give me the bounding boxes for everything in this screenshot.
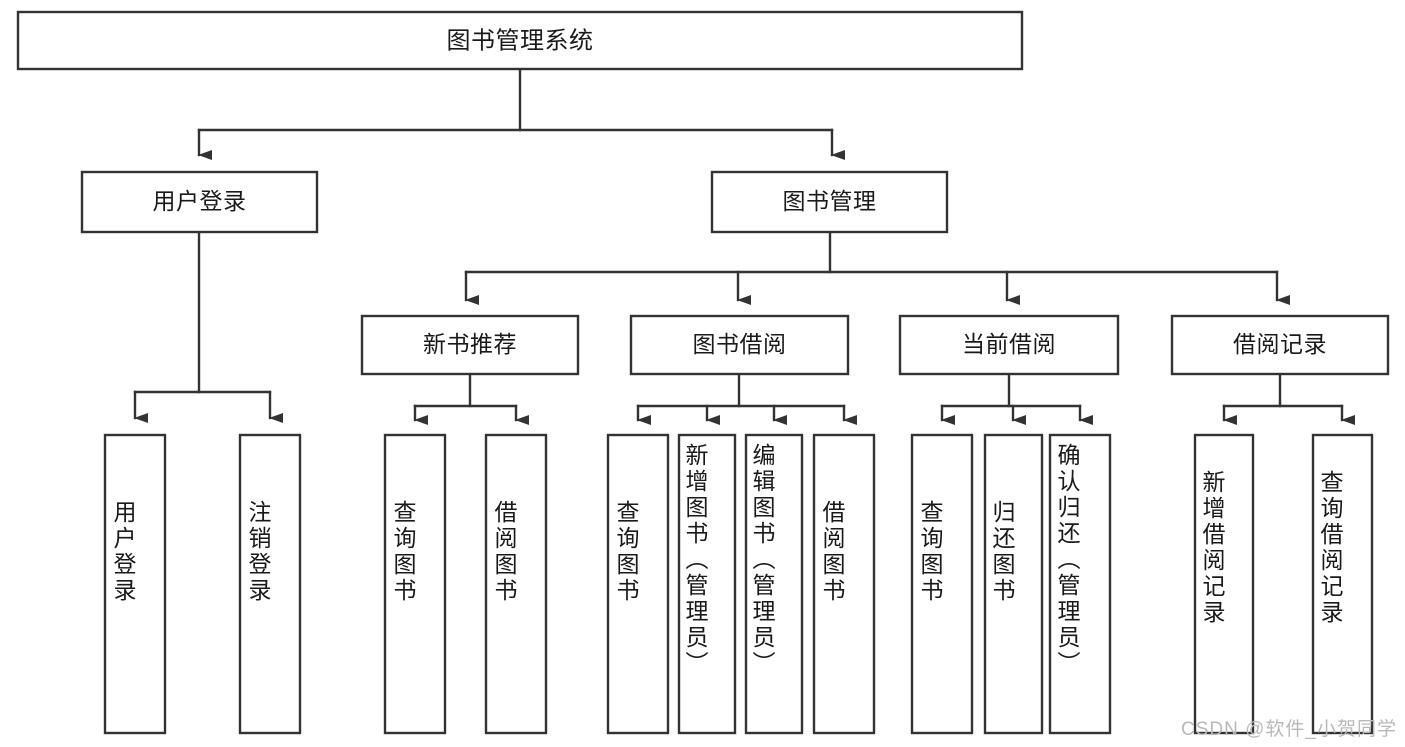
node-current-borrow[interactable]: 当前借阅 <box>898 314 1120 376</box>
leaf-box-borrow-book-bor[interactable] <box>812 433 876 735</box>
leaf-box-add-record[interactable] <box>1193 433 1255 735</box>
node-book-borrow-box[interactable] <box>629 314 850 376</box>
node-book-borrow-label: 图书借阅 <box>693 331 787 357</box>
node-user-login-box[interactable] <box>80 170 319 234</box>
node-root[interactable]: 图书管理系统 <box>16 10 1024 71</box>
node-current-borrow-box[interactable] <box>898 314 1120 376</box>
node-user-login[interactable]: 用户登录 <box>80 170 319 234</box>
leaf-boxes-layer <box>103 433 1374 735</box>
node-new-book-rec-label: 新书推荐 <box>423 331 517 357</box>
node-borrow-record[interactable]: 借阅记录 <box>1170 314 1390 376</box>
edges-layer <box>133 67 1355 425</box>
leaf-box-edit-book[interactable] <box>744 433 804 735</box>
node-root-box[interactable] <box>16 10 1024 71</box>
leaf-box-query-record[interactable] <box>1311 433 1374 735</box>
node-book-manage[interactable]: 图书管理 <box>710 170 949 234</box>
leaf-box-query-book-cur[interactable] <box>910 433 974 735</box>
leaf-box-user-login[interactable] <box>103 433 167 735</box>
node-book-borrow[interactable]: 图书借阅 <box>629 314 850 376</box>
node-book-manage-box[interactable] <box>710 170 949 234</box>
node-borrow-record-box[interactable] <box>1170 314 1390 376</box>
leaf-box-add-book[interactable] <box>677 433 737 735</box>
node-new-book-rec[interactable]: 新书推荐 <box>360 314 580 376</box>
leaf-box-confirm-return[interactable] <box>1048 433 1112 735</box>
nodes-layer: 图书管理系统 用户登录 图书管理 新书推荐 图书借阅 <box>16 10 1390 735</box>
leaf-box-return-book[interactable] <box>983 433 1044 735</box>
leaf-box-user-logout[interactable] <box>238 433 302 735</box>
node-root-label: 图书管理系统 <box>447 27 594 54</box>
node-user-login-label: 用户登录 <box>153 188 247 214</box>
node-borrow-record-label: 借阅记录 <box>1233 331 1327 357</box>
leaf-box-borrow-book-rec[interactable] <box>484 433 548 735</box>
leaf-box-query-book-rec[interactable] <box>383 433 447 735</box>
csdn-watermark: CSDN @软件_小贺同学 <box>1181 719 1397 740</box>
node-current-borrow-label: 当前借阅 <box>962 331 1056 357</box>
leaf-box-query-book-bor[interactable] <box>606 433 670 735</box>
node-book-manage-label: 图书管理 <box>783 188 877 214</box>
node-new-book-rec-box[interactable] <box>360 314 580 376</box>
